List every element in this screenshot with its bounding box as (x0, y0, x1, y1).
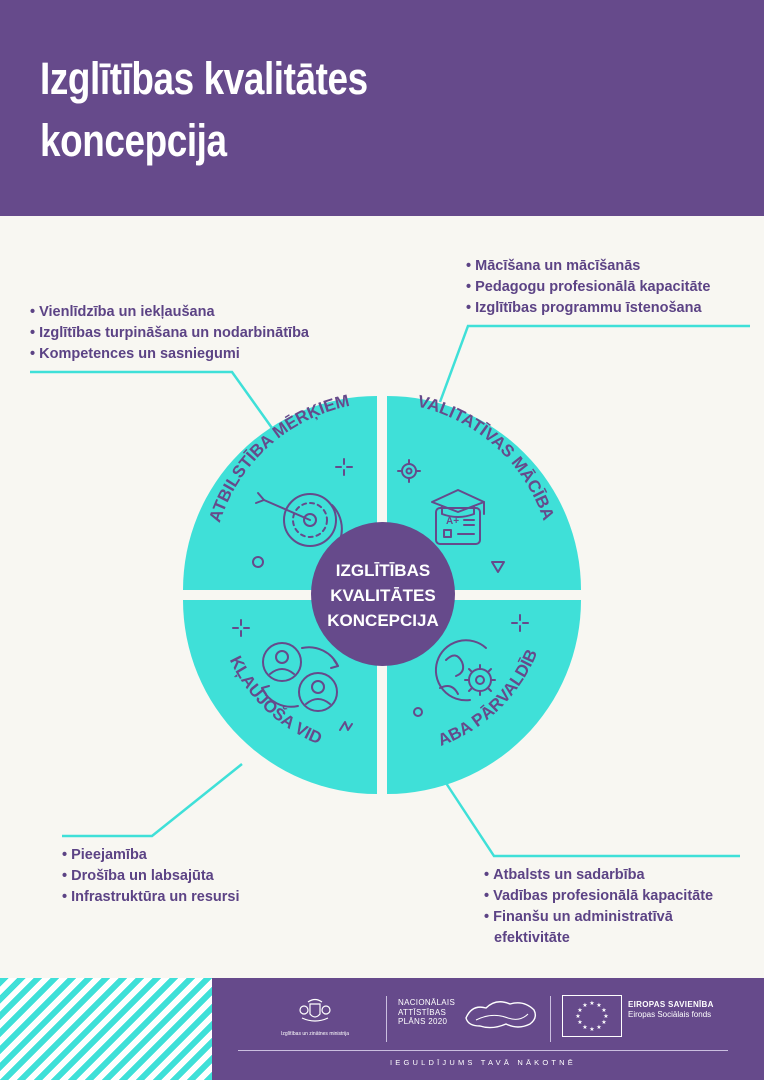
zigzag-decoration-icon (339, 721, 353, 731)
list-item: Pedagogu profesionālā kapacitāte (466, 277, 710, 298)
gear-icon (397, 459, 421, 483)
list-item: Izglītības turpināšana un nodarbinātība (30, 323, 309, 344)
svg-text:★: ★ (577, 1019, 582, 1026)
list-item: Kompetences un sasniegumi (30, 344, 309, 365)
connector-bottom-left (62, 763, 243, 838)
svg-text:★: ★ (596, 1024, 601, 1031)
eu-flag-icon: ★★★ ★★★ ★★★ ★★★ (562, 995, 622, 1037)
svg-text:★: ★ (601, 1007, 606, 1014)
list-item: Izglītības programmu īstenošana (466, 298, 710, 319)
stripe-decoration (0, 978, 212, 1080)
target-arrow-icon (255, 492, 343, 547)
footer-tagline: IEGULDĪJUMS TAVĀ NĀKOTNĒ (390, 1058, 576, 1067)
list-item: Mācīšana un mācīšanās (466, 256, 710, 277)
plus-decoration-icon (511, 614, 529, 632)
list-item: Drošība un labsajūta (62, 866, 240, 887)
footer: Izglītības un zinātnes ministrija NACION… (0, 978, 764, 1080)
svg-text:★: ★ (577, 1007, 582, 1014)
list-item: Atbalsts un sadarbība (484, 865, 746, 886)
circle-decoration-icon (413, 707, 423, 717)
plus-decoration-icon (232, 619, 250, 637)
center-circle (311, 522, 455, 666)
connector-bottom-right (442, 779, 740, 858)
footer-rule (238, 1050, 728, 1051)
list-bottom-left: Pieejamība Drošība un labsajūta Infrastr… (62, 845, 240, 908)
list-item: Vadības profesionālā kapacitāte (484, 886, 746, 907)
latvia-map-icon (465, 1001, 537, 1029)
divider (550, 996, 551, 1042)
globe-gear-icon (434, 639, 496, 702)
svg-text:★: ★ (582, 1024, 587, 1031)
list-item: Vienlīdzība un iekļaušana (30, 302, 309, 323)
segment-bottom-left (183, 600, 377, 794)
list-item: Infrastruktūra un resursi (62, 887, 239, 908)
center-label-line3: KONCEPCIJA (327, 611, 438, 630)
center-label-line2: KVALITĀTES (330, 586, 435, 605)
people-exchange-icon (261, 642, 339, 712)
ministry-logo: Izglītības un zinātnes ministrija (270, 998, 360, 1038)
nap-logo-text: NACIONĀLAIS ATTĪSTĪBAS PLĀNS 2020 (398, 998, 456, 1026)
connector-top-left (30, 370, 274, 429)
divider (386, 996, 387, 1042)
header-banner: Izglītības kvalitātes koncepcija (0, 0, 764, 216)
segment-bottom-right (387, 600, 581, 794)
list-item: Pieejamība (62, 845, 240, 866)
connector-top-right (438, 324, 750, 403)
center-label-line1: IZGLĪTĪBAS (336, 561, 430, 580)
svg-text:★: ★ (589, 1000, 594, 1007)
svg-text:★: ★ (601, 1019, 606, 1026)
svg-text:★: ★ (603, 1013, 608, 1020)
connector-lines (30, 324, 750, 858)
coat-of-arms-icon (299, 998, 331, 1022)
triangle-decoration-icon (491, 561, 505, 573)
sparkle-icon (335, 458, 353, 476)
svg-text:★: ★ (589, 1026, 594, 1033)
ministry-name: Izglītības un zinātnes ministrija (280, 1031, 350, 1037)
svg-text:★: ★ (596, 1002, 601, 1009)
segment-top-left (183, 396, 377, 590)
list-bottom-right: Atbalsts un sadarbība Vadības profesionā… (484, 865, 746, 949)
list-item: Finanšu un administratīvā efektivitāte (484, 907, 730, 949)
svg-text:★: ★ (582, 1002, 587, 1009)
list-top-right: Mācīšana un mācīšanās Pedagogu profesion… (466, 256, 710, 319)
graduation-cap-grade-icon: A+ (431, 489, 485, 545)
svg-text:A+: A+ (446, 516, 459, 527)
eu-label: EIROPAS SAVIENĪBA Eiropas Sociālais fond… (628, 1000, 714, 1019)
page-title: Izglītības kvalitātes koncepcija (40, 53, 368, 166)
svg-text:★: ★ (575, 1013, 580, 1020)
circle-decoration-icon (252, 556, 264, 568)
list-top-left: Vienlīdzība un iekļaušana Izglītības tur… (30, 302, 309, 365)
